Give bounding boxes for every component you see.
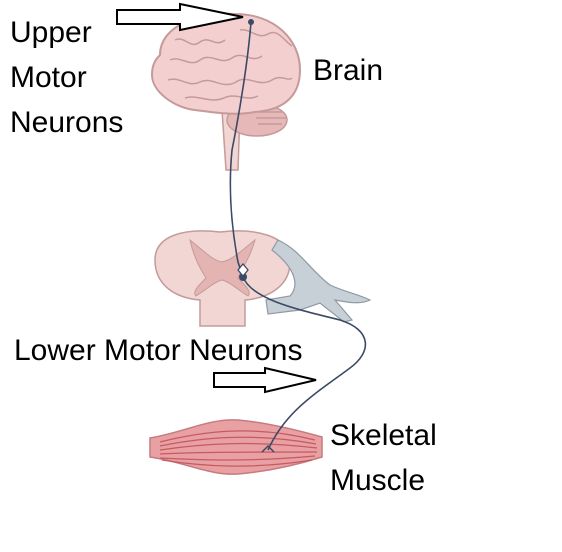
upper-label-line: Motor: [10, 61, 87, 94]
skeletal-muscle-label: Skeletal Muscle: [330, 413, 437, 503]
muscle-illustration: [149, 419, 323, 475]
upper-arrow: [116, 2, 244, 32]
spinal-nerve: [265, 239, 372, 323]
neuromuscular-junction: [261, 444, 275, 453]
spinal-cord-illustration: [154, 230, 372, 327]
lower-arrow: [213, 366, 317, 394]
muscle-label-line: Skeletal: [330, 419, 437, 452]
brain-illustration: [150, 12, 302, 171]
cerebrum: [150, 12, 302, 115]
brain-label: Brain: [313, 54, 384, 87]
lower-motor-neurons-label: Lower Motor Neurons: [14, 334, 303, 367]
upper-label-line: Neurons: [10, 106, 124, 139]
lower-motor-neuron-axon: [242, 276, 367, 451]
upper-label-line: Upper: [10, 16, 92, 49]
upper-motor-neurons-label: Upper Motor Neurons: [10, 10, 123, 145]
neuron-pathway: [229, 21, 367, 451]
upper-motor-neuron-axon: [229, 21, 252, 278]
muscle-label-line: Muscle: [330, 464, 426, 497]
synapse-marker: [237, 262, 249, 278]
upper-neuron-soma: [248, 19, 254, 25]
spinal-gray-matter: [189, 238, 256, 297]
